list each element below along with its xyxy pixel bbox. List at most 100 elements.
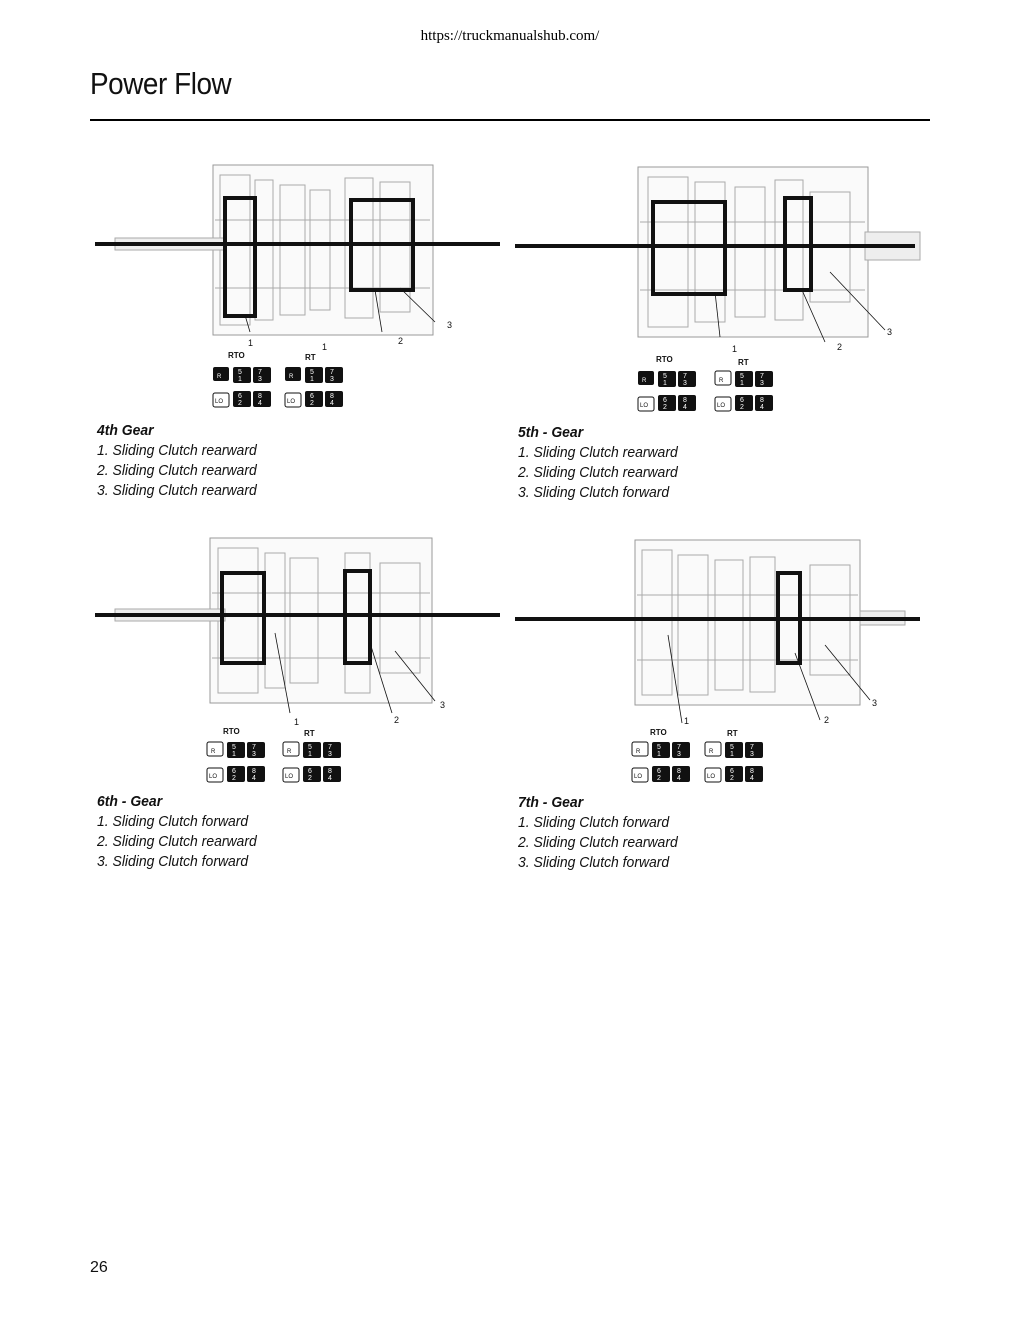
svg-text:6: 6 [730, 768, 734, 775]
callout-label: 2 [837, 342, 842, 352]
gear-title: 4th Gear [97, 422, 154, 439]
svg-text:8: 8 [258, 393, 262, 400]
svg-text:3: 3 [677, 751, 681, 758]
callout-label: 2 [398, 336, 403, 346]
gearbox-illustration: 1 2 3 RTO RT R 51 73 LO 62 84 R 51 73 LO… [95, 537, 500, 783]
gear-step: 2. Sliding Clutch rearward [518, 464, 678, 481]
shift-pattern-rto: R 51 73 LO 62 84 [637, 371, 696, 412]
svg-text:R: R [719, 378, 724, 384]
svg-text:1: 1 [740, 380, 744, 387]
svg-text:1: 1 [310, 376, 314, 383]
svg-text:5: 5 [310, 369, 314, 376]
source-url[interactable]: https://truckmanualshub.com/ [420, 28, 600, 44]
callout-label: 2 [824, 715, 829, 725]
gear-title: 7th - Gear [518, 794, 584, 811]
svg-text:6: 6 [663, 397, 667, 404]
svg-text:6: 6 [238, 393, 242, 400]
callout-label: 3 [872, 698, 877, 708]
svg-text:8: 8 [683, 397, 687, 404]
svg-text:6: 6 [308, 768, 312, 775]
gear-step: 3. Sliding Clutch rearward [97, 482, 257, 499]
rto-label: RTO [650, 728, 667, 737]
svg-text:R: R [211, 749, 216, 755]
svg-text:LO: LO [287, 399, 295, 405]
svg-text:LO: LO [215, 399, 223, 405]
svg-text:3: 3 [760, 380, 764, 387]
svg-text:2: 2 [730, 775, 734, 782]
svg-text:3: 3 [683, 380, 687, 387]
gear-caption-7th: 7th - Gear 1. Sliding Clutch forward 2. … [518, 793, 678, 873]
svg-text:R: R [217, 374, 222, 380]
gear-step: 2. Sliding Clutch rearward [97, 462, 257, 479]
svg-text:R: R [289, 374, 294, 380]
svg-text:3: 3 [328, 751, 332, 758]
gear-step: 3. Sliding Clutch forward [518, 484, 670, 501]
svg-text:2: 2 [740, 404, 744, 411]
svg-text:4: 4 [750, 775, 754, 782]
svg-text:7: 7 [330, 369, 334, 376]
gear-step: 1. Sliding Clutch rearward [518, 444, 678, 461]
svg-text:6: 6 [232, 768, 236, 775]
svg-text:7: 7 [750, 744, 754, 751]
svg-text:4: 4 [258, 400, 262, 407]
gearbox-illustration: 1 2 3 RTO RT R 51 73 LO 62 84 R 51 73 LO… [515, 539, 920, 783]
svg-text:1: 1 [663, 380, 667, 387]
svg-text:1: 1 [232, 751, 236, 758]
svg-text:5: 5 [657, 744, 661, 751]
svg-text:R: R [636, 749, 641, 755]
svg-text:2: 2 [310, 400, 314, 407]
svg-text:5: 5 [238, 369, 242, 376]
callout-label: 3 [447, 320, 452, 330]
title-divider [90, 119, 930, 121]
svg-text:LO: LO [707, 774, 715, 780]
svg-text:4: 4 [328, 775, 332, 782]
gear-caption-4th: 4th Gear 1. Sliding Clutch rearward 2. S… [97, 421, 257, 501]
shift-pattern-rt: R 51 73 LO 62 84 [282, 741, 341, 783]
shift-pattern-rto: R 51 73 LO 62 84 [212, 367, 271, 408]
rto-label: RTO [223, 727, 240, 736]
shift-pattern-rto: R 51 73 LO 62 84 [631, 741, 690, 783]
callout-label: 1 [732, 344, 737, 354]
svg-text:2: 2 [232, 775, 236, 782]
svg-text:5: 5 [308, 744, 312, 751]
gear-title: 6th - Gear [97, 793, 163, 810]
page-title: Power Flow [90, 66, 232, 101]
svg-text:7: 7 [252, 744, 256, 751]
svg-text:1: 1 [238, 376, 242, 383]
gearbox-illustration: 1 2 3 RTO RT R 51 73 LO 62 84 R 51 73 LO… [515, 166, 921, 412]
callout-label: 1 [322, 342, 327, 352]
svg-text:4: 4 [683, 404, 687, 411]
svg-text:7: 7 [328, 744, 332, 751]
svg-text:3: 3 [252, 751, 256, 758]
svg-text:LO: LO [717, 403, 725, 409]
svg-text:5: 5 [730, 744, 734, 751]
rto-label: RTO [656, 355, 673, 364]
rt-label: RT [738, 358, 749, 367]
gear-step: 1. Sliding Clutch forward [97, 813, 249, 830]
rt-label: RT [727, 729, 738, 738]
svg-text:R: R [642, 378, 647, 384]
svg-text:1: 1 [730, 751, 734, 758]
svg-text:3: 3 [750, 751, 754, 758]
gear-step: 2. Sliding Clutch rearward [518, 834, 678, 851]
gear-step: 3. Sliding Clutch forward [97, 853, 249, 870]
gear-step: 3. Sliding Clutch forward [518, 854, 670, 871]
svg-text:2: 2 [308, 775, 312, 782]
svg-text:5: 5 [663, 373, 667, 380]
shift-pattern-rto: R 51 73 LO 62 84 [206, 741, 265, 783]
callout-label: 1 [684, 716, 689, 726]
svg-text:1: 1 [657, 751, 661, 758]
svg-text:6: 6 [310, 393, 314, 400]
svg-text:7: 7 [760, 373, 764, 380]
svg-text:5: 5 [232, 744, 236, 751]
svg-text:LO: LO [209, 774, 217, 780]
svg-text:4: 4 [252, 775, 256, 782]
callout-label: 3 [440, 700, 445, 710]
rto-label: RTO [228, 351, 245, 360]
svg-text:8: 8 [677, 768, 681, 775]
svg-text:8: 8 [760, 397, 764, 404]
svg-text:7: 7 [677, 744, 681, 751]
